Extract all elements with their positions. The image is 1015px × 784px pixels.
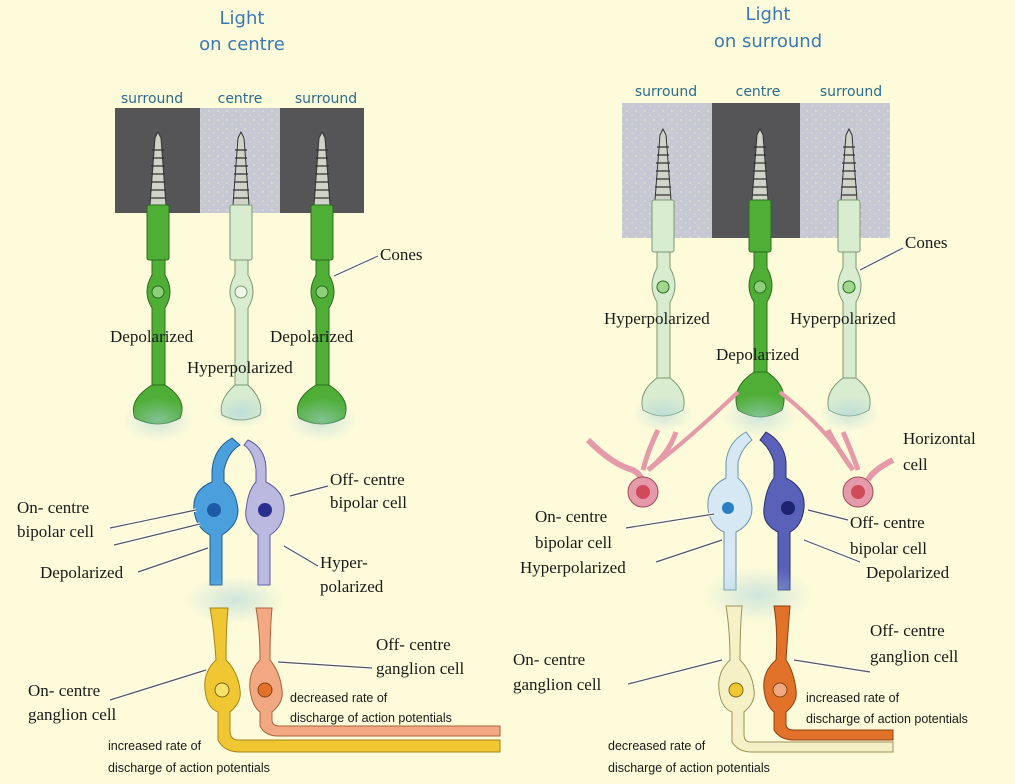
off-bipolar-label-1: Off- centre bbox=[850, 513, 925, 532]
cone-left bbox=[633, 127, 693, 432]
on-bipolar-label-2: bipolar cell bbox=[17, 522, 94, 541]
cone-centre bbox=[722, 127, 798, 438]
light-on-centre-diagram: Light on centre surround centre surround bbox=[17, 8, 501, 775]
right-cone-state: Depolarized bbox=[270, 327, 354, 346]
header-surround-right: surround bbox=[295, 91, 357, 107]
cones-label: Cones bbox=[905, 233, 948, 252]
off-ganglion-label-1: Off- centre bbox=[870, 621, 945, 640]
on-bipolar-state: Depolarized bbox=[40, 563, 124, 582]
on-centre-ganglion-cell bbox=[718, 605, 894, 753]
on-bipolar-label-2: bipolar cell bbox=[535, 533, 612, 552]
off-ganglion-rate-1: increased rate of bbox=[806, 691, 900, 705]
light-on-surround-diagram: Light on surround surround centre surrou… bbox=[513, 4, 976, 775]
off-ganglion-label-1: Off- centre bbox=[376, 635, 451, 654]
header-surround-left: surround bbox=[121, 91, 183, 107]
cones-label: Cones bbox=[380, 245, 423, 264]
on-bipolar-label-1: On- centre bbox=[17, 498, 89, 517]
left-cone-state: Hyperpolarized bbox=[604, 309, 710, 328]
on-ganglion-label-2: ganglion cell bbox=[513, 675, 602, 694]
on-centre-ganglion-cell bbox=[204, 607, 501, 753]
off-bipolar-state-2: polarized bbox=[320, 577, 384, 596]
on-ganglion-label-1: On- centre bbox=[28, 681, 100, 700]
horizontal-cell-label-2: cell bbox=[903, 455, 928, 474]
on-ganglion-rate-2: discharge of action potentials bbox=[108, 761, 270, 775]
panel-title-line2: on surround bbox=[714, 31, 822, 52]
off-ganglion-rate-2: discharge of action potentials bbox=[290, 711, 452, 725]
on-bipolar-label-1: On- centre bbox=[535, 507, 607, 526]
panel-title-line2: on centre bbox=[199, 34, 285, 55]
header-surround-left: surround bbox=[635, 84, 697, 100]
on-ganglion-rate-2: discharge of action potentials bbox=[608, 761, 770, 775]
centre-cone-state: Depolarized bbox=[716, 345, 800, 364]
horizontal-cell-left bbox=[585, 390, 740, 508]
panel-title-line1: Light bbox=[746, 4, 791, 25]
on-centre-bipolar-cell bbox=[707, 431, 753, 591]
header-centre: centre bbox=[736, 84, 781, 100]
horizontal-cell-right bbox=[778, 390, 895, 508]
panel-title-line1: Light bbox=[220, 8, 265, 29]
on-ganglion-label-1: On- centre bbox=[513, 650, 585, 669]
cone-right bbox=[287, 130, 357, 442]
cone-left bbox=[123, 130, 193, 442]
horizontal-cell-label-1: Horizontal bbox=[903, 429, 976, 448]
off-bipolar-label-1: Off- centre bbox=[330, 470, 405, 489]
light-on-centre-panel: Light on centre surround centre surround bbox=[0, 0, 507, 784]
on-centre-bipolar-cell bbox=[193, 437, 241, 586]
off-bipolar-label-2: bipolar cell bbox=[330, 493, 407, 512]
header-centre: centre bbox=[218, 91, 263, 107]
header-surround-right: surround bbox=[820, 84, 882, 100]
on-ganglion-rate-1: decreased rate of bbox=[608, 739, 706, 753]
on-bipolar-state: Hyperpolarized bbox=[520, 558, 626, 577]
right-cone-state: Hyperpolarized bbox=[790, 309, 896, 328]
off-bipolar-state-1: Hyper- bbox=[320, 553, 368, 572]
off-ganglion-rate-2: discharge of action potentials bbox=[806, 712, 968, 726]
left-cone-state: Depolarized bbox=[110, 327, 194, 346]
off-ganglion-label-2: ganglion cell bbox=[870, 647, 959, 666]
off-centre-ganglion-cell bbox=[249, 607, 501, 737]
off-centre-bipolar-cell bbox=[243, 439, 285, 586]
off-bipolar-state: Depolarized bbox=[866, 563, 950, 582]
off-centre-ganglion-cell bbox=[763, 605, 894, 741]
leader-lines bbox=[109, 254, 379, 702]
light-on-surround-panel: Light on surround surround centre surrou… bbox=[508, 0, 1015, 784]
off-centre-bipolar-cell bbox=[759, 431, 805, 591]
on-ganglion-label-2: ganglion cell bbox=[28, 705, 117, 724]
cone-centre bbox=[213, 130, 269, 428]
centre-cone-state: Hyperpolarized bbox=[187, 358, 293, 377]
off-ganglion-rate-1: decreased rate of bbox=[290, 691, 388, 705]
cone-right bbox=[819, 127, 879, 432]
on-ganglion-rate-1: increased rate of bbox=[108, 739, 202, 753]
off-bipolar-label-2: bipolar cell bbox=[850, 539, 927, 558]
leader-lines bbox=[625, 246, 904, 686]
off-ganglion-label-2: ganglion cell bbox=[376, 659, 465, 678]
